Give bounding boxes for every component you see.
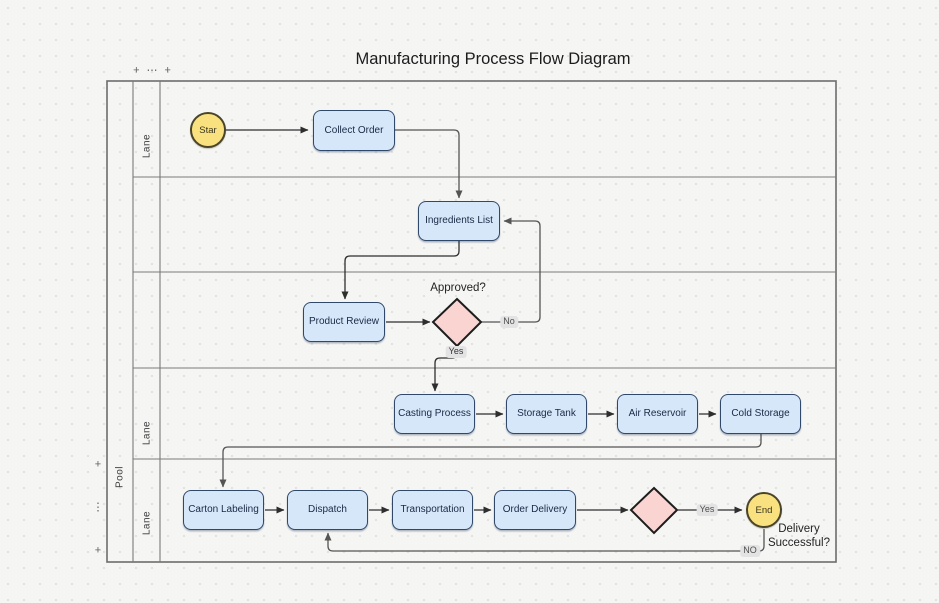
task-storage-tank[interactable]: Storage Tank — [506, 394, 587, 434]
add-lane-top-left-button[interactable]: + — [133, 64, 140, 77]
add-lane-left-bottom-button[interactable]: + — [94, 544, 102, 557]
pool-menu-top-button[interactable]: ⋯ — [146, 64, 158, 77]
end-event-label: End — [755, 504, 773, 516]
edge-label-no-2[interactable]: NO — [740, 545, 760, 557]
connector-collect-order-to-ingredients[interactable] — [395, 129, 463, 199]
pool-top-controls: + ⋯ + — [133, 64, 171, 77]
task-product-review[interactable]: Product Review — [303, 302, 385, 342]
task-transportation-label: Transportation — [400, 504, 465, 516]
task-product-review-label: Product Review — [308, 316, 380, 328]
lane-label-1[interactable]: Lane — [141, 133, 153, 159]
delivery-successful-decision-diamond[interactable] — [629, 486, 679, 535]
task-carton-labeling-label: Carton Labeling — [188, 504, 259, 516]
task-collect-order-label: Collect Order — [324, 124, 384, 136]
connector-end-no-to-dispatch[interactable] — [324, 529, 765, 552]
task-ingredients-list[interactable]: Ingredients List — [418, 201, 500, 241]
task-transportation[interactable]: Transportation — [392, 490, 473, 530]
task-dispatch-label: Dispatch — [308, 504, 347, 516]
end-event[interactable]: End — [746, 492, 782, 528]
task-casting-process-label: Casting Process — [398, 408, 471, 420]
approved-question-label: Approved? — [430, 281, 486, 294]
task-air-reservoir[interactable]: Air Reservoir — [617, 394, 698, 434]
edge-label-yes-2[interactable]: Yes — [696, 504, 718, 516]
task-carton-labeling[interactable]: Carton Labeling — [183, 490, 264, 530]
connector-cold-storage-to-carton-labeling[interactable] — [219, 434, 762, 488]
pool-label[interactable]: Pool — [114, 465, 126, 489]
add-lane-top-right-button[interactable]: + — [164, 64, 171, 77]
task-order-delivery-label: Order Delivery — [502, 504, 568, 516]
pool-menu-left-button[interactable]: ⋮ — [92, 501, 104, 514]
task-air-reservoir-label: Air Reservoir — [628, 408, 687, 420]
diagram-title: Manufacturing Process Flow Diagram — [355, 50, 631, 68]
start-event[interactable]: Star — [190, 112, 226, 148]
task-cold-storage[interactable]: Cold Storage — [720, 394, 801, 434]
approved-decision-diamond[interactable] — [431, 297, 483, 348]
delivery-successful-question-label: Delivery Successful? — [767, 522, 830, 549]
lane-label-5[interactable]: Lane — [141, 510, 153, 536]
add-lane-left-top-button[interactable]: + — [94, 458, 102, 471]
task-ingredients-list-label: Ingredients List — [425, 215, 493, 227]
start-event-label: Star — [199, 124, 217, 136]
task-dispatch[interactable]: Dispatch — [287, 490, 368, 530]
task-collect-order[interactable]: Collect Order — [313, 110, 395, 151]
task-casting-process[interactable]: Casting Process — [394, 394, 475, 434]
edge-label-yes[interactable]: Yes — [445, 346, 467, 358]
task-storage-tank-label: Storage Tank — [517, 408, 576, 420]
lane-label-4[interactable]: Lane — [141, 420, 153, 446]
task-order-delivery[interactable]: Order Delivery — [494, 490, 576, 530]
edge-label-no[interactable]: No — [500, 316, 518, 328]
task-cold-storage-label: Cold Storage — [731, 408, 790, 420]
